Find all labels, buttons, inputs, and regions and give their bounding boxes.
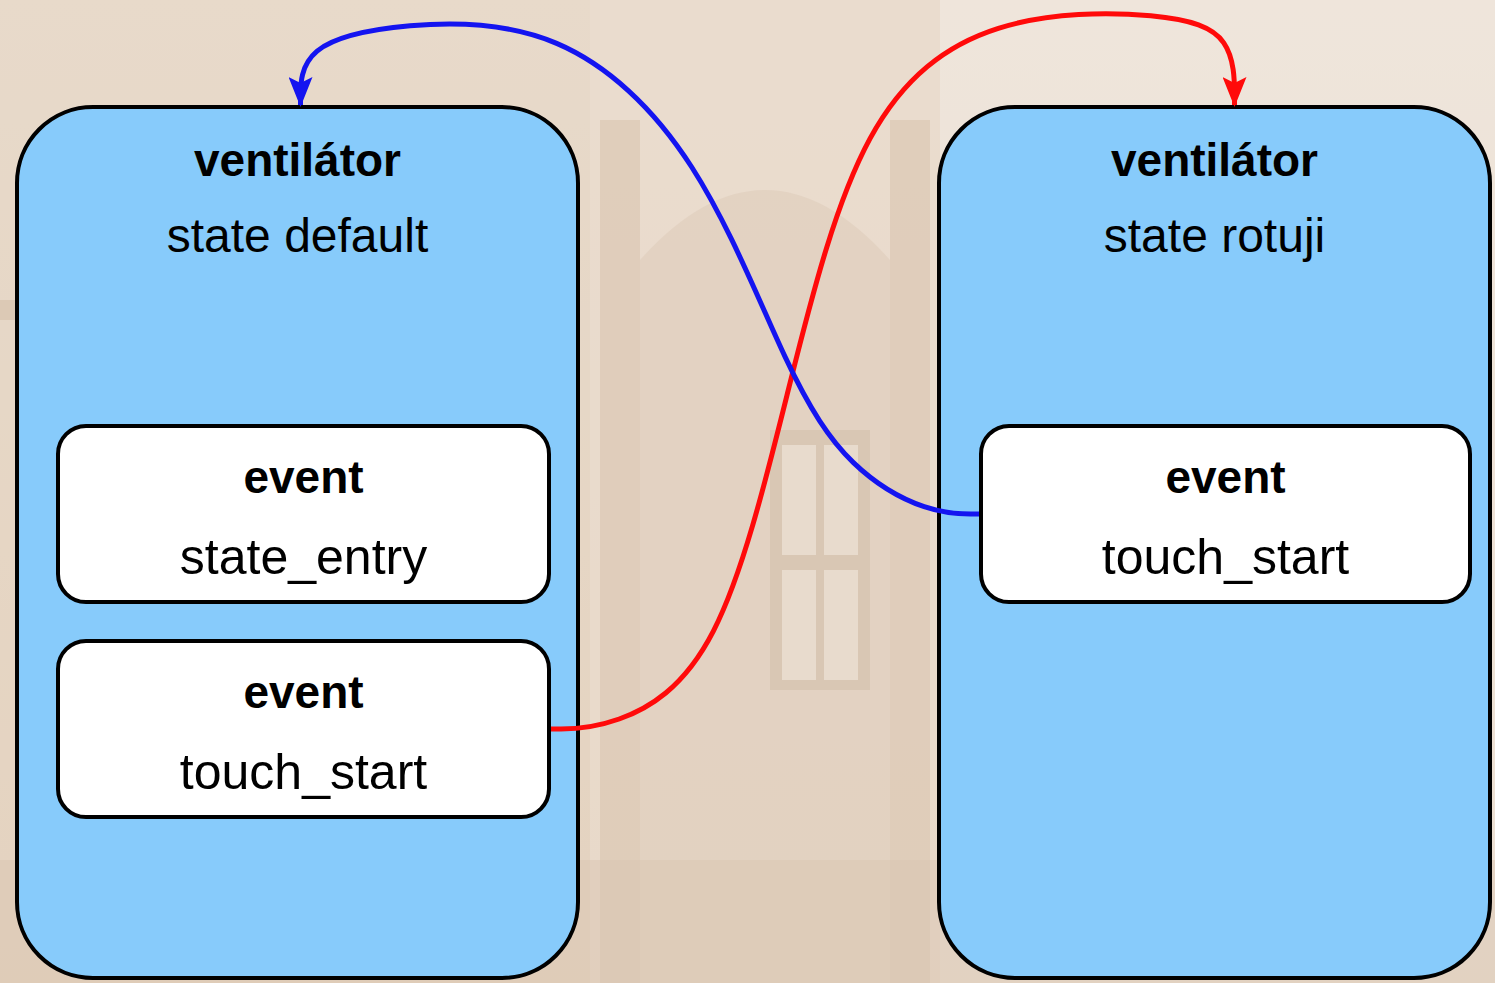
arch-facade: [590, 0, 940, 983]
node-title: event: [1165, 448, 1285, 506]
node-label: touch_start: [180, 743, 427, 801]
door-pane: [782, 570, 816, 680]
node-title: ventilátor: [1111, 131, 1318, 189]
node-label: state rotuji: [1104, 207, 1325, 265]
state-box: ventilátorstate defaulteventstate_entrye…: [15, 105, 580, 980]
building-wall: [0, 0, 590, 983]
column: [600, 120, 640, 983]
node-label: state_entry: [180, 528, 427, 586]
node-title: ventilátor: [194, 131, 401, 189]
event-box: event touch_start: [56, 639, 551, 819]
column: [890, 120, 930, 983]
event-box: event state_entry: [56, 424, 551, 604]
door: [770, 430, 870, 690]
node-title: event: [243, 448, 363, 506]
state-box: ventilátor state rotuji event touch_start: [937, 105, 1492, 980]
node-title: event: [243, 663, 363, 721]
door-pane: [824, 570, 858, 680]
transition-arrow: [301, 24, 980, 514]
node-label: touch_start: [1102, 528, 1349, 586]
transition-arrow: [551, 14, 1235, 729]
door-pane: [824, 445, 858, 555]
node-label: state default: [167, 207, 429, 265]
event-box: event touch_start: [979, 424, 1472, 604]
door-pane: [782, 445, 816, 555]
